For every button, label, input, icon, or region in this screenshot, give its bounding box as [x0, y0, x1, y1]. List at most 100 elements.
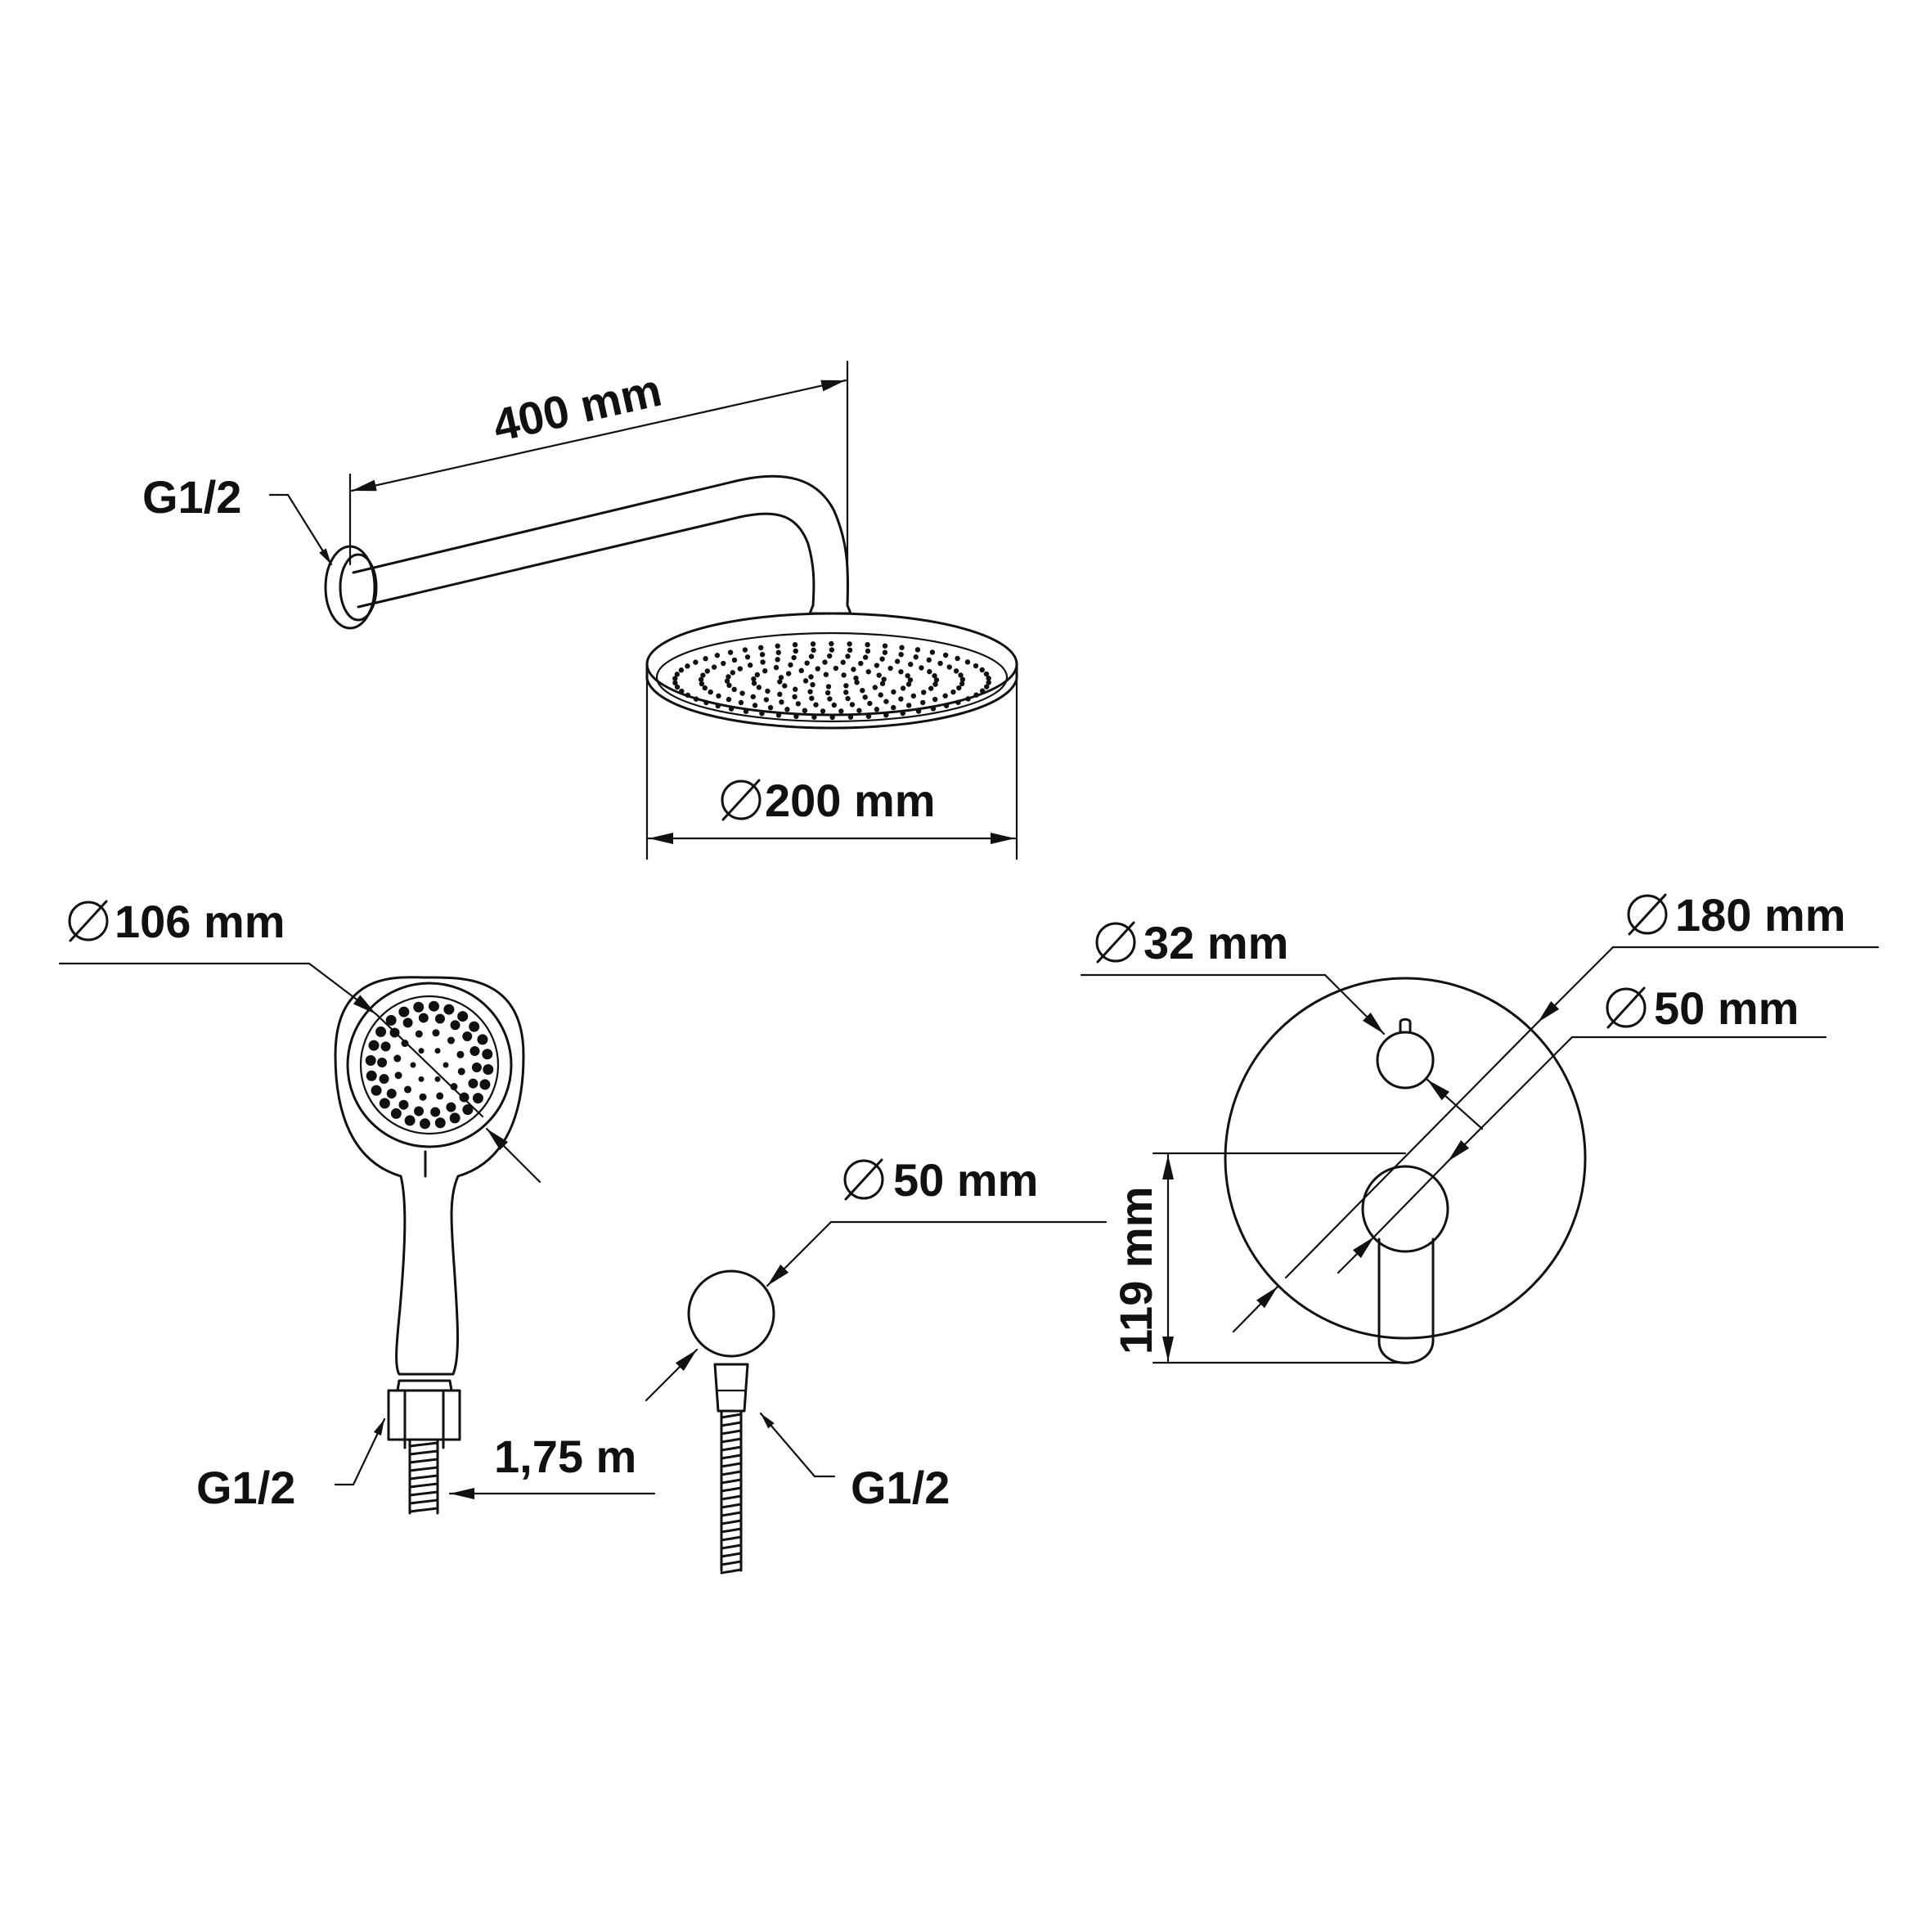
- hose-coil: [720, 1421, 743, 1427]
- nozzle-dot: [851, 667, 856, 672]
- nozzle-dot: [366, 1070, 377, 1081]
- hand-shower-handle: [395, 1175, 460, 1376]
- nozzle-dot: [802, 708, 808, 713]
- nozzle-dot: [462, 1104, 474, 1116]
- nozzle-dot: [419, 1093, 427, 1101]
- nozzle-dot: [811, 647, 816, 654]
- nozzle-dot: [418, 1013, 429, 1023]
- nozzle-dot: [739, 690, 745, 696]
- nozzle-dot: [791, 654, 797, 661]
- nozzle-dot: [930, 706, 937, 712]
- nozzle-dot: [379, 1098, 390, 1109]
- nozzle-dot: [843, 690, 849, 695]
- nozzle-dot: [782, 683, 788, 689]
- nozzle-dot: [876, 672, 882, 678]
- nozzle-dot: [756, 685, 762, 690]
- nozzle-dot: [959, 681, 965, 687]
- nozzle-dot: [759, 711, 765, 717]
- nozzle-dot: [950, 689, 956, 695]
- nozzle-dot: [825, 684, 832, 690]
- nozzle-dot: [470, 1045, 480, 1056]
- mixer-plate: 32 mm 180 mm 50 mm 119 mm: [1080, 889, 1880, 1364]
- diameter-symbol-icon: [1627, 893, 1668, 936]
- nozzle-dot: [807, 689, 813, 694]
- nozzle-dot: [685, 692, 691, 699]
- hose-coil: [408, 1466, 439, 1472]
- nozzle-dot: [808, 674, 814, 680]
- nozzle-dot: [964, 659, 971, 665]
- nozzle-dot: [853, 675, 859, 681]
- nozzle-dot: [965, 696, 971, 702]
- nozzle-dot: [380, 1041, 391, 1052]
- nozzle-dot: [404, 1085, 412, 1094]
- diameter-symbol-icon: [843, 1158, 884, 1201]
- nozzle-dot: [693, 696, 699, 702]
- nozzle-dot: [413, 1001, 425, 1013]
- nozzle-dot: [401, 1040, 409, 1048]
- nozzle-dot: [808, 654, 815, 659]
- nozzle-dot: [679, 688, 685, 694]
- nozzle-dot: [377, 1058, 388, 1068]
- nozzle-dot: [404, 1115, 416, 1126]
- nozzle-dot: [955, 655, 960, 662]
- lever-diameter-label: 50 mm: [1654, 982, 1799, 1034]
- wall-outlet: 50 mm G1/2: [645, 1154, 1108, 1575]
- nozzle-dot: [443, 1062, 449, 1068]
- nozzle-dot: [793, 648, 798, 654]
- nozzle-dot: [393, 1054, 402, 1063]
- hose-coil: [720, 1429, 743, 1436]
- nozzle-dot: [862, 694, 868, 700]
- nozzle-dot: [979, 667, 985, 673]
- nozzle-dot: [432, 1029, 440, 1037]
- nozzle-dot: [929, 649, 936, 655]
- nozzle-dot: [726, 674, 731, 680]
- nozzle-dot: [847, 714, 854, 720]
- nozzle-dot: [937, 660, 943, 667]
- nozzle-dot: [443, 1004, 455, 1015]
- nozzle-dot: [699, 681, 705, 687]
- hose-coil: [408, 1449, 439, 1456]
- nozzle-dot: [430, 1107, 441, 1117]
- nozzle-dot: [777, 691, 783, 698]
- nozzle-dot: [751, 681, 757, 686]
- nozzle-dot: [798, 667, 804, 674]
- nozzle-dot: [737, 666, 743, 672]
- nozzle-dot: [730, 670, 735, 676]
- nozzle-dot: [986, 680, 991, 685]
- nozzle-dot: [898, 669, 904, 675]
- hose-coil: [720, 1511, 743, 1517]
- nozzle-dot: [831, 702, 837, 708]
- nozzle-dot: [956, 685, 962, 691]
- nozzle-dot: [434, 1048, 441, 1054]
- arm-length-label: 400 mm: [488, 364, 666, 452]
- nozzle-dot: [822, 659, 828, 665]
- nozzle-dot: [456, 1050, 465, 1058]
- nozzle-dot: [865, 669, 871, 675]
- nozzle-dot: [434, 1076, 441, 1082]
- nozzle-dot: [878, 692, 883, 698]
- nozzle-dot: [899, 645, 905, 650]
- plate-diameter-label: 180 mm: [1675, 889, 1846, 941]
- nozzle-dot: [973, 692, 979, 698]
- nozzle-dot: [449, 1112, 461, 1124]
- hose-coil: [720, 1470, 743, 1476]
- nozzle-dot: [434, 1013, 445, 1024]
- nozzle-dot: [905, 703, 912, 708]
- hand-thread-label: G1/2: [196, 1462, 295, 1513]
- nozzle-dot: [900, 710, 905, 717]
- nozzle-dot: [743, 708, 749, 714]
- arm-thread-label: G1/2: [142, 471, 241, 523]
- outlet-hose: [720, 1409, 743, 1575]
- nozzle-dot: [765, 688, 771, 694]
- nozzle-dot: [715, 703, 721, 709]
- nozzle-dot: [882, 643, 888, 649]
- nozzle-dot: [775, 643, 780, 649]
- nozzle-dot: [887, 665, 893, 672]
- hand-shower: 106 mm G1/2 1,75 m: [58, 896, 656, 1515]
- nozzle-dot: [459, 1092, 470, 1103]
- diameter-symbol-icon: [721, 779, 762, 821]
- nozzle-dot: [809, 695, 815, 701]
- nozzle-dot: [447, 1036, 455, 1045]
- nozzle-dot: [698, 676, 704, 682]
